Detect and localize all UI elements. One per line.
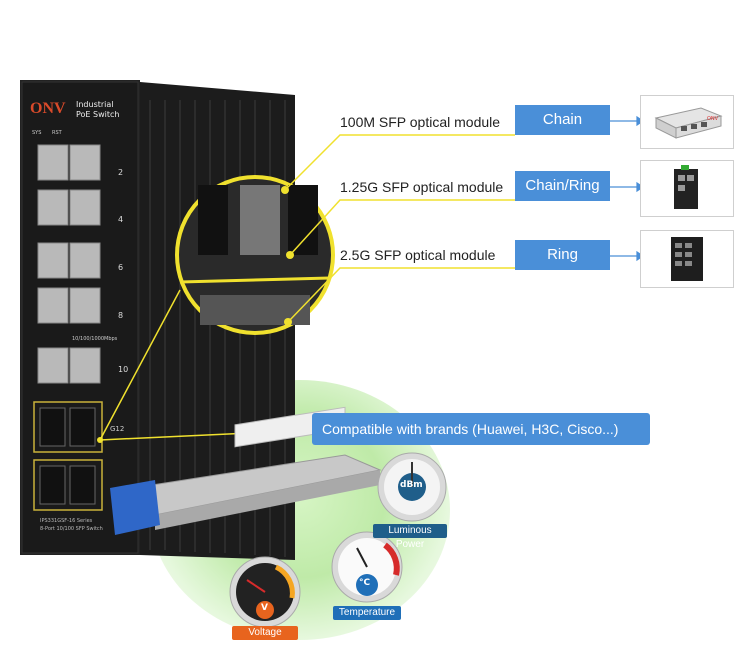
- speed-label: 10/100/1000Mbps: [72, 336, 118, 342]
- luminous-power-label: Luminous Power: [373, 524, 447, 550]
- brand-line2: PoE Switch: [76, 110, 120, 119]
- switch-device-icon: ONV: [654, 107, 723, 139]
- gauge-unit-celsius: °C: [359, 578, 371, 588]
- sys-label: SYS: [32, 130, 42, 136]
- svg-text:2: 2: [118, 168, 123, 177]
- brand-line1: Industrial: [76, 100, 114, 109]
- module-label-100m: 100M SFP optical module: [340, 114, 501, 130]
- tag-ring: Ring: [515, 240, 610, 270]
- port-g12-label: G12: [110, 425, 125, 433]
- switch-bottom-label-2: 8-Port 10/100 SFP Switch: [40, 526, 103, 532]
- svg-text:ONV: ONV: [707, 116, 719, 122]
- svg-text:4: 4: [118, 215, 123, 224]
- svg-text:10: 10: [118, 365, 128, 374]
- product-thumb-chain-ring: [640, 160, 734, 217]
- svg-text:6: 6: [118, 263, 123, 272]
- voltage-label: Voltage: [232, 626, 298, 640]
- brand-logo: ONV: [30, 100, 66, 117]
- switch-bottom-label-1: IPS331GSF-16 Series: [40, 518, 93, 524]
- product-thumb-chain: ONV: [640, 95, 734, 149]
- brand-subtitle: Industrial PoE Switch: [76, 100, 119, 120]
- module-label-2-5g: 2.5G SFP optical module: [340, 247, 496, 263]
- din-switch-icon: [674, 165, 698, 209]
- gauge-unit-dbm: dBm: [400, 480, 423, 490]
- module-label-1-25g: 1.25G SFP optical module: [340, 179, 504, 195]
- svg-text:8: 8: [118, 311, 123, 320]
- rack-switch-icon: [671, 237, 703, 281]
- product-thumb-ring: [640, 230, 734, 288]
- gauge-unit-volt: V: [261, 603, 268, 613]
- temperature-label: Temperature: [333, 606, 401, 620]
- tag-chain: Chain: [515, 105, 610, 135]
- compatibility-banner: Compatible with brands (Huawei, H3C, Cis…: [312, 413, 650, 445]
- rst-label: RST: [52, 130, 62, 136]
- tag-chain-ring: Chain/Ring: [515, 171, 610, 201]
